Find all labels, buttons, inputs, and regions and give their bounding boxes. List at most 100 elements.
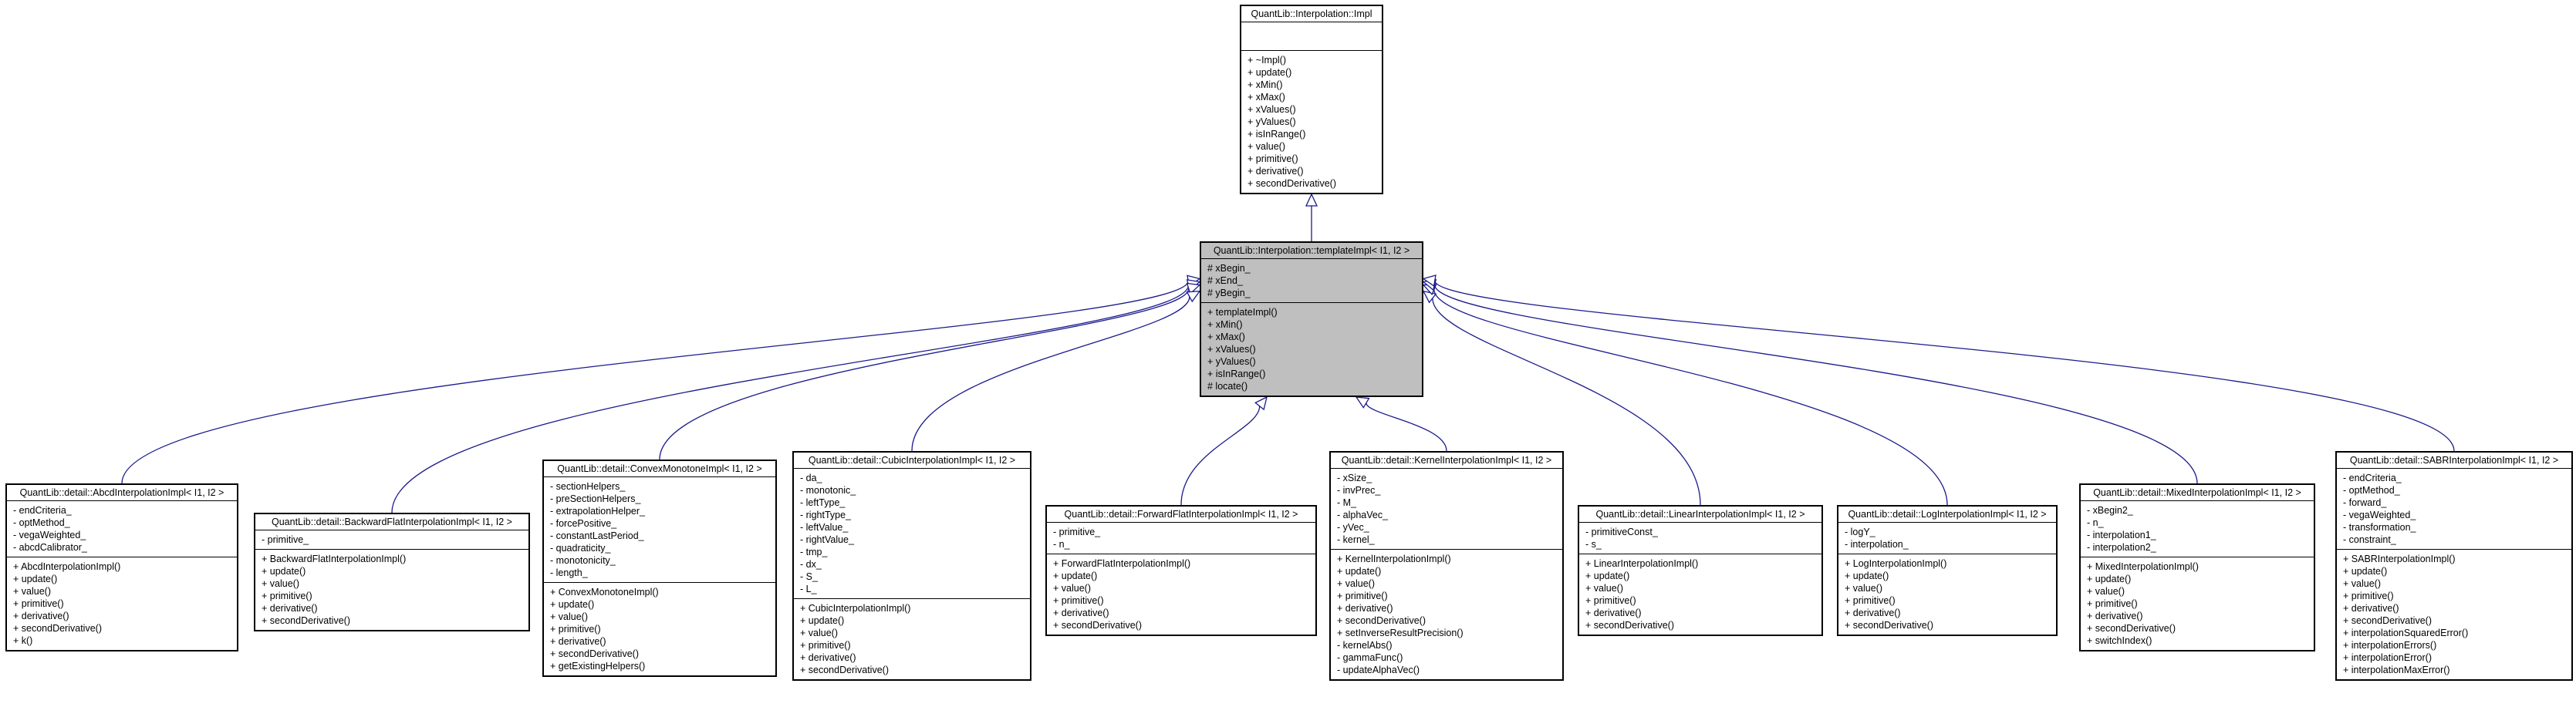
attribute: - s_	[1585, 539, 1602, 550]
method: + secondDerivative()	[800, 665, 889, 675]
attribute: - rightType_	[800, 510, 852, 520]
attribute: - M_	[1337, 497, 1356, 508]
class-title: QuantLib::detail::LinearInterpolationImp…	[1579, 507, 1821, 523]
method: + primitive()	[1247, 153, 1298, 164]
method: + update()	[2087, 574, 2132, 584]
class-box-cubicinterpolationimpl: QuantLib::detail::CubicInterpolationImpl…	[792, 451, 1031, 681]
method: + secondDerivative()	[550, 648, 639, 659]
class-title: QuantLib::Interpolation::templateImpl< I…	[1201, 243, 1422, 259]
method: + secondDerivative()	[1247, 178, 1336, 189]
class-title: QuantLib::detail::BackwardFlatInterpolat…	[255, 514, 528, 530]
edge-forwardflatinterpolationimpl-to-templateimpl-arrowhead	[1254, 396, 1268, 411]
attribute: - invPrec_	[1337, 485, 1381, 496]
edge-sabrinterpolationimpl-to-templateimpl	[1434, 280, 2455, 452]
attribute: - primitive_	[262, 534, 309, 545]
attribute: - length_	[550, 567, 588, 578]
attribute: - endCriteria_	[13, 505, 72, 516]
method: + secondDerivative()	[1845, 620, 1933, 631]
class-box-kernelinterpolationimpl: QuantLib::detail::KernelInterpolationImp…	[1329, 451, 1564, 681]
attribute: - transformation_	[2343, 522, 2416, 533]
class-box-linearinterpolationimpl: QuantLib::detail::LinearInterpolationImp…	[1578, 505, 1823, 636]
method: + ~Impl()	[1247, 55, 1287, 66]
method: + switchIndex()	[2087, 635, 2152, 646]
method: + derivative()	[1247, 166, 1304, 177]
attribute: - monotonic_	[800, 485, 856, 496]
class-title: QuantLib::detail::SABRInterpolationImpl<…	[2337, 453, 2571, 469]
edge-linearinterpolationimpl-to-templateimpl-arrowhead	[1422, 290, 1437, 304]
method: + update()	[800, 615, 845, 626]
methods-section: + BackwardFlatInterpolationImpl()+ updat…	[255, 550, 528, 630]
method: + primitive()	[13, 598, 64, 609]
method: + LogInterpolationImpl()	[1845, 558, 1947, 569]
methods-section: + ConvexMonotoneImpl()+ update()+ value(…	[544, 583, 775, 675]
method: + primitive()	[2343, 591, 2394, 601]
attribute: - interpolation1_	[2087, 530, 2156, 540]
attribute: - sectionHelpers_	[550, 481, 626, 492]
method: + primitive()	[2087, 598, 2138, 609]
edge-abcdinterpolationimpl-to-templateimpl	[121, 281, 1189, 484]
method: + secondDerivative()	[13, 623, 102, 634]
method: + xMin()	[1247, 79, 1283, 90]
class-box-templateimpl: QuantLib::Interpolation::templateImpl< I…	[1200, 241, 1423, 397]
attribute: - forward_	[2343, 497, 2387, 508]
method: - gammaFunc()	[1337, 652, 1403, 663]
method: + value()	[1337, 578, 1375, 589]
attribute: # yBegin_	[1207, 288, 1251, 298]
class-box-sabrinterpolationimpl: QuantLib::detail::SABRInterpolationImpl<…	[2335, 451, 2573, 681]
attributes-section: - endCriteria_- optMethod_- vegaWeighted…	[7, 501, 237, 557]
class-box-abcdinterpolationimpl: QuantLib::detail::AbcdInterpolationImpl<…	[5, 483, 238, 651]
method: + xMax()	[1207, 332, 1245, 342]
method: + derivative()	[2087, 611, 2143, 621]
method: + interpolationErrors()	[2343, 640, 2437, 651]
attribute: - endCriteria_	[2343, 473, 2402, 483]
class-box-impl: QuantLib::Interpolation::Impl+ ~Impl()+ …	[1240, 5, 1383, 194]
methods-section: + KernelInterpolationImpl()+ update()+ v…	[1331, 550, 1562, 679]
attribute: - leftValue_	[800, 522, 849, 533]
attribute: - vegaWeighted_	[2343, 510, 2416, 520]
method: + update()	[550, 599, 595, 610]
methods-section: + SABRInterpolationImpl()+ update()+ val…	[2337, 550, 2571, 679]
method: + MixedInterpolationImpl()	[2087, 561, 2199, 572]
method: + primitive()	[1053, 595, 1104, 606]
attribute: - primitive_	[1053, 527, 1101, 537]
class-title: QuantLib::detail::KernelInterpolationImp…	[1331, 453, 1562, 469]
attribute: - quadraticity_	[550, 543, 611, 554]
attribute: # xEnd_	[1207, 275, 1243, 286]
class-title: QuantLib::detail::CubicInterpolationImpl…	[794, 453, 1030, 469]
attributes-section: - primitive_- n_	[1047, 523, 1315, 554]
attribute: - alphaVec_	[1337, 510, 1389, 520]
methods-section: + ~Impl()+ update()+ xMin()+ xMax()+ xVa…	[1241, 51, 1382, 193]
method: + interpolationError()	[2343, 652, 2432, 663]
method: + value()	[2087, 586, 2125, 597]
method: + secondDerivative()	[1053, 620, 1142, 631]
attribute: - n_	[2087, 517, 2104, 528]
method: + derivative()	[550, 636, 606, 647]
class-title: QuantLib::detail::LogInterpolationImpl< …	[1838, 507, 2056, 523]
method: + update()	[262, 566, 306, 577]
method: + xMax()	[1247, 92, 1285, 103]
method: + update()	[1247, 67, 1292, 78]
edge-backwardflatinterpolationimpl-to-templateimpl	[391, 284, 1190, 513]
class-box-mixedinterpolationimpl: QuantLib::detail::MixedInterpolationImpl…	[2079, 483, 2315, 651]
attributes-section: - xBegin2_- n_- interpolation1_- interpo…	[2081, 501, 2314, 557]
attribute: - constraint_	[2343, 534, 2396, 545]
method: + value()	[2343, 578, 2381, 589]
method: - kernelAbs()	[1337, 640, 1393, 651]
method: + derivative()	[13, 611, 69, 621]
class-box-forwardflatinterpolationimpl: QuantLib::detail::ForwardFlatInterpolati…	[1045, 505, 1317, 636]
attributes-section: - xSize_- invPrec_- M_- alphaVec_- yVec_…	[1331, 469, 1562, 550]
attribute: - abcdCalibrator_	[13, 542, 87, 553]
edge-mixedinterpolationimpl-to-templateimpl	[1433, 284, 2198, 484]
attribute: - forcePositive_	[550, 518, 617, 529]
method: - updateAlphaVec()	[1337, 665, 1420, 675]
class-title: QuantLib::detail::MixedInterpolationImpl…	[2081, 485, 2314, 501]
class-title: QuantLib::detail::AbcdInterpolationImpl<…	[7, 485, 237, 501]
method: + secondDerivative()	[2087, 623, 2176, 634]
method: + value()	[1845, 583, 1882, 594]
method: # locate()	[1207, 381, 1248, 392]
attribute: - S_	[800, 571, 818, 582]
method: + update()	[1337, 566, 1382, 577]
edge-kernelinterpolationimpl-to-templateimpl	[1366, 402, 1447, 452]
edge-convexmonotoneimpl-to-templateimpl	[659, 288, 1190, 460]
method: + LinearInterpolationImpl()	[1585, 558, 1699, 569]
